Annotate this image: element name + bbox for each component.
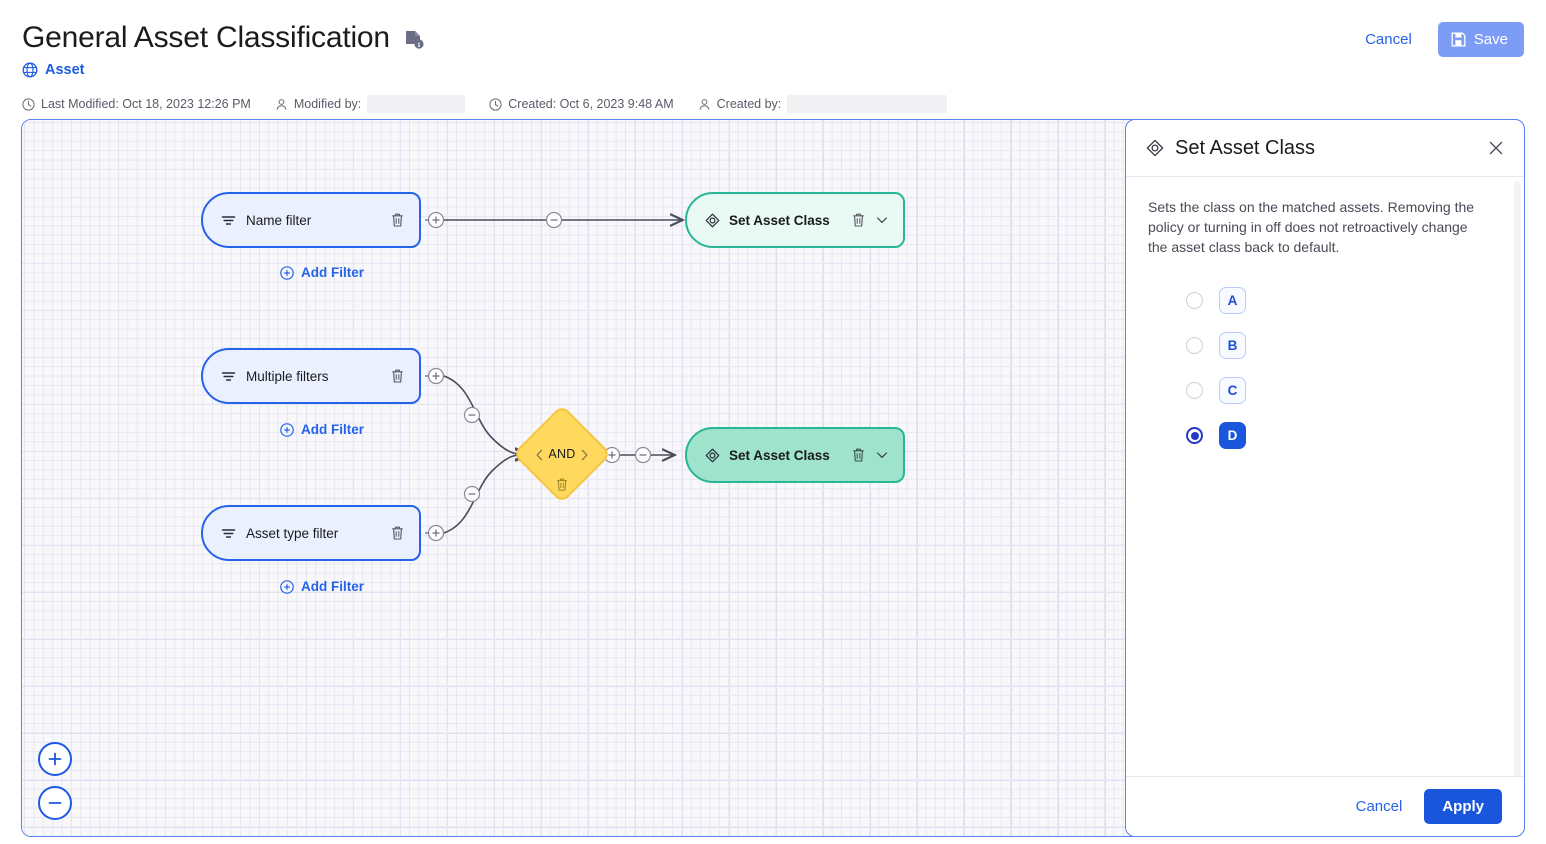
plus-circle-icon [280, 579, 294, 594]
radio-indicator-a[interactable] [1186, 292, 1203, 309]
class-badge-a[interactable]: A [1219, 287, 1246, 314]
meta-modified-by: Modified by: [275, 95, 466, 113]
action-node-label: Set Asset Class [729, 212, 830, 228]
breadcrumb[interactable]: Asset [22, 62, 85, 78]
trash-icon[interactable] [555, 477, 569, 492]
filter-node-multiple-filters[interactable]: Multiple filters [201, 348, 421, 404]
filter-node-label: Asset type filter [246, 525, 339, 541]
add-filter-label: Add Filter [301, 265, 364, 280]
action-node-set-asset-class-1[interactable]: Set Asset Class [685, 192, 905, 248]
action-node-label: Set Asset Class [729, 447, 830, 463]
add-filter-label: Add Filter [301, 422, 364, 437]
filter-node-name-filter[interactable]: Name filter [201, 192, 421, 248]
panel-cancel-button[interactable]: Cancel [1355, 798, 1403, 815]
header-actions: Cancel Save [1363, 22, 1524, 57]
set-asset-class-panel: Set Asset Class Sets the class on the ma… [1125, 119, 1525, 837]
filter-icon [221, 526, 236, 541]
graph-edges [425, 211, 1525, 542]
meta-last-modified-label: Last Modified: Oct 18, 2023 12:26 PM [41, 97, 251, 111]
zoom-in-button[interactable] [38, 742, 72, 776]
add-filter-button-2[interactable]: Add Filter [280, 422, 364, 437]
chevron-left-icon[interactable] [535, 448, 544, 461]
plus-circle-icon [280, 422, 294, 437]
panel-footer: Cancel Apply [1126, 776, 1524, 836]
radio-indicator-d[interactable] [1186, 427, 1203, 444]
panel-apply-button[interactable]: Apply [1424, 789, 1502, 824]
panel-body: Sets the class on the matched assets. Re… [1126, 177, 1524, 776]
document-info-icon[interactable] [404, 30, 424, 52]
meta-created: Created: Oct 6, 2023 9:48 AM [489, 97, 674, 111]
trash-icon[interactable] [390, 368, 405, 384]
filter-node-label: Name filter [246, 212, 312, 228]
clock-icon [489, 97, 502, 111]
clock-icon [22, 97, 35, 111]
plus-circle-icon [280, 265, 294, 280]
filter-node-asset-type-filter[interactable]: Asset type filter [201, 505, 421, 561]
radio-indicator-c[interactable] [1186, 382, 1203, 399]
breadcrumb-link-asset[interactable]: Asset [45, 62, 85, 78]
asset-class-icon [705, 213, 720, 228]
trash-icon[interactable] [851, 447, 866, 463]
class-badge-d[interactable]: D [1219, 422, 1246, 449]
logic-node-and[interactable]: AND [512, 404, 612, 504]
page-header: General Asset Classification Asset [0, 0, 1546, 118]
user-icon [698, 98, 711, 111]
meta-created-label: Created: Oct 6, 2023 9:48 AM [508, 97, 674, 111]
radio-option-b[interactable]: B [1186, 332, 1502, 359]
trash-icon[interactable] [390, 212, 405, 228]
radio-option-c[interactable]: C [1186, 377, 1502, 404]
meta-created-by-value-redacted [787, 95, 948, 113]
close-icon[interactable] [1486, 138, 1506, 158]
radio-option-d[interactable]: D [1186, 422, 1502, 449]
page-title: General Asset Classification [22, 21, 390, 54]
user-icon [275, 98, 288, 111]
panel-description: Sets the class on the matched assets. Re… [1148, 199, 1475, 255]
cancel-button[interactable]: Cancel [1363, 27, 1414, 52]
meta-created-by-label: Created by: [716, 97, 782, 111]
panel-title: Set Asset Class [1175, 136, 1316, 159]
chevron-right-icon[interactable] [580, 448, 589, 461]
asset-class-radio-group: A B C D [1148, 287, 1502, 449]
class-badge-b[interactable]: B [1219, 332, 1246, 359]
save-button[interactable]: Save [1437, 22, 1524, 57]
add-filter-button-1[interactable]: Add Filter [280, 265, 364, 280]
chevron-down-icon[interactable] [875, 213, 889, 227]
add-filter-label: Add Filter [301, 579, 364, 594]
radio-option-a[interactable]: A [1186, 287, 1502, 314]
chevron-down-icon[interactable] [875, 448, 889, 462]
action-node-set-asset-class-2[interactable]: Set Asset Class [685, 427, 905, 483]
logic-node-content: AND [527, 419, 597, 489]
panel-scrollbar[interactable] [1514, 181, 1521, 776]
meta-created-by: Created by: [698, 95, 948, 113]
asset-class-icon [705, 448, 720, 463]
filter-node-label: Multiple filters [246, 368, 329, 384]
meta-last-modified: Last Modified: Oct 18, 2023 12:26 PM [22, 97, 251, 111]
trash-icon[interactable] [851, 212, 866, 228]
asset-class-icon [1146, 139, 1164, 157]
filter-icon [221, 213, 236, 228]
panel-header: Set Asset Class [1126, 120, 1524, 177]
zoom-out-button[interactable] [38, 786, 72, 820]
radio-indicator-b[interactable] [1186, 337, 1203, 354]
title-row: General Asset Classification [22, 18, 424, 58]
meta-modified-by-label: Modified by: [293, 97, 362, 111]
filter-icon [221, 369, 236, 384]
metadata-row: Last Modified: Oct 18, 2023 12:26 PM Mod… [22, 94, 948, 114]
add-filter-button-3[interactable]: Add Filter [280, 579, 364, 594]
canvas-zoom-controls [38, 742, 72, 820]
class-badge-c[interactable]: C [1219, 377, 1246, 404]
save-disk-icon [1451, 32, 1466, 47]
logic-node-label: AND [548, 447, 576, 461]
save-button-label: Save [1473, 31, 1508, 48]
globe-icon [22, 62, 38, 78]
meta-modified-by-value-redacted [367, 95, 466, 113]
trash-icon[interactable] [390, 525, 405, 541]
